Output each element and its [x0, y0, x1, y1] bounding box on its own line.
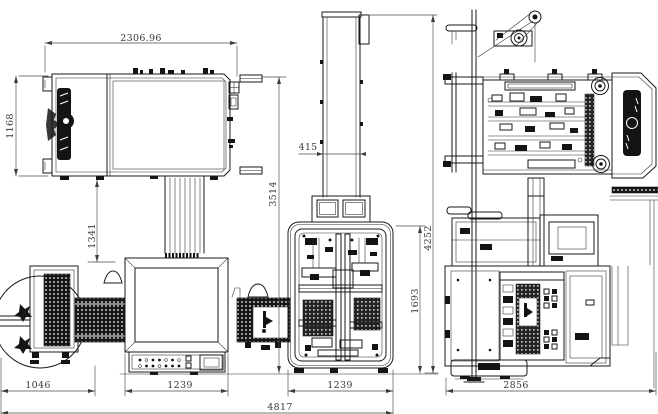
dim-frame-height: 1693	[395, 225, 426, 374]
turntable-circle	[0, 275, 87, 369]
dim-label-machine-width: 1239	[327, 380, 352, 391]
dim-label-top-depth: 1168	[5, 113, 16, 138]
dim-label-side-depth: 2856	[503, 380, 528, 391]
brand-logo-side-view	[623, 90, 641, 156]
hmi-screen	[199, 354, 224, 371]
dim-overall-height: 4252	[367, 14, 439, 374]
conveyor-right	[231, 283, 291, 350]
right-side-fittings	[227, 74, 263, 175]
conveyor-left	[74, 270, 126, 343]
dim-label-overall-height: 4252	[423, 225, 434, 250]
dim-label-cabinet-width: 1239	[167, 380, 192, 391]
dim-label-top-width: 2306.96	[120, 33, 161, 44]
dim-label-infeed-offset: 1341	[87, 223, 98, 248]
dim-overall-length: 4817	[0, 395, 394, 414]
dim-mast-height: 3514	[261, 76, 287, 374]
dim-mast-width: 415	[298, 142, 366, 156]
valve-grid	[543, 288, 558, 350]
upper-body-side	[443, 69, 657, 179]
dim-cabinet-width: 1239	[124, 353, 229, 397]
gripper-detail	[14, 304, 32, 322]
cabinet-top-teeth	[165, 253, 199, 258]
control-panel	[128, 351, 226, 375]
dim-top-width: 2306.96	[44, 33, 238, 77]
mast	[320, 11, 370, 198]
lower-body-side	[444, 206, 629, 380]
dim-turntable-width: 1046	[0, 357, 96, 397]
side-view	[443, 9, 658, 389]
dim-infeed-offset: 1341	[87, 179, 116, 263]
machine-frame	[287, 221, 394, 369]
cable-bundle	[164, 175, 205, 254]
dim-top-depth: 1168	[5, 75, 49, 177]
top-edge-fittings	[133, 68, 214, 74]
dimensions: 2306.96 1168 1341 1046 1239	[0, 14, 657, 414]
dim-label-frame-height: 1693	[410, 288, 421, 313]
dim-label-overall-length: 4817	[267, 402, 292, 413]
machine-internals	[298, 233, 383, 361]
dim-machine-width: 1239	[287, 369, 394, 414]
dim-label-turntable-width: 1046	[25, 380, 50, 391]
dim-side-depth: 2856	[445, 351, 657, 396]
dim-label-mast-height: 3514	[268, 181, 279, 206]
outfeed-conveyor	[609, 186, 658, 389]
dim-label-mast-width: 415	[298, 142, 317, 153]
brand-logo-top-view	[46, 88, 74, 160]
top-view	[42, 68, 263, 254]
front-view	[119, 11, 439, 375]
top-pulley-assembly	[445, 10, 542, 63]
infeed-cabinet	[124, 253, 229, 353]
infeed-plan-view	[0, 253, 291, 375]
